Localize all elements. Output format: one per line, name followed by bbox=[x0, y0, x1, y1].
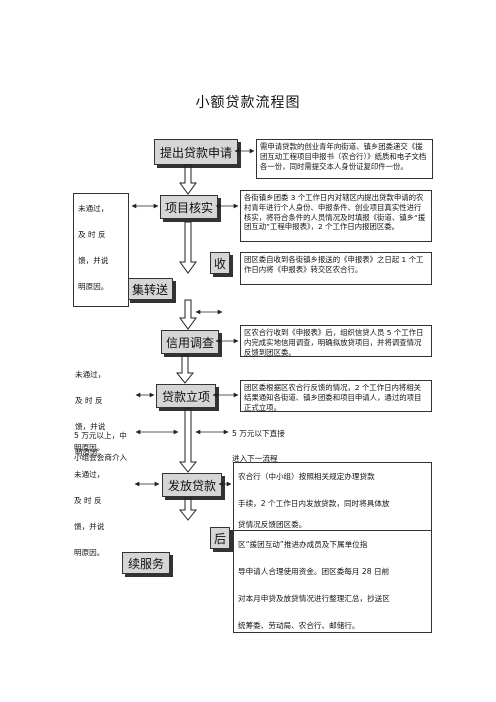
stage-collect-part2: 集转送 bbox=[127, 278, 173, 300]
down-arrow-apply-verify bbox=[179, 164, 197, 195]
stage-after-part1: 后 bbox=[210, 527, 230, 549]
note-approve: 团区委根据区农合行反馈的情况，2 个工作日内将相关结果通知各街道、镇乡团委和项目… bbox=[240, 380, 432, 412]
down-arrow-disburse-after bbox=[178, 497, 198, 521]
down-arrow-collect-investigate bbox=[179, 299, 197, 330]
page-title: 小额贷款流程图 bbox=[195, 95, 301, 111]
under-5w-line2: 进入下一流程 bbox=[232, 454, 278, 463]
down-arrow-verify-collect bbox=[179, 221, 197, 274]
stage-approve: 贷款立项 bbox=[156, 384, 216, 408]
note-disburse-line: 手续，2 个工作日内发放贷款，同时将具体放 bbox=[238, 499, 390, 508]
down-arrow-approve-disburse bbox=[178, 407, 198, 473]
note-after-line: 导申请人合理使用资金。团区委每月 28 日前 bbox=[238, 567, 390, 576]
note-after-line: 区“援团互动”推进办成员及下属单位指 bbox=[238, 540, 368, 549]
over-5w-line2: 明原因。 bbox=[74, 443, 105, 452]
over-5w-line3: 小组会会商介入 bbox=[74, 453, 128, 462]
note-after-line: 对本月申贷及放贷情况进行整理汇总，抄送区 bbox=[238, 594, 390, 603]
reject-note-disburse: 未通过， 及 时 反 馈，并说 明原因。 bbox=[74, 470, 105, 557]
note-after: 区“援团互动”推进办成员及下属单位指 导申请人合理使用资金。团区委每月 28 日… bbox=[233, 530, 432, 633]
note-apply: 需申请贷款的创业青年向街道、镇乡团委递交《援团互动工程项目申报书（农合行）》纸质… bbox=[256, 139, 433, 179]
over-5w-label: 5 万元以上，中 bbox=[74, 431, 127, 440]
stage-investigate: 信用调查 bbox=[161, 330, 219, 354]
under-5w-label: 5 万元以下直接 bbox=[232, 429, 285, 438]
stage-after-part2: 续服务 bbox=[122, 552, 170, 574]
reject-note-approve: 未通过， 及 时 反 馈，并说 明原因。 bbox=[75, 370, 106, 457]
note-collect: 团区委自收到各街镇乡报送的《申报表》之日起 1 个工作日内将《申报表》转交区农合… bbox=[240, 252, 432, 285]
note-disburse-line: 农合行（中小组）按照相关规定办理贷款 bbox=[238, 472, 375, 481]
note-verify: 各街镇乡团委 3 个工作日内对辖区内提出贷款申请的农村青年进行个人身份、申报条件… bbox=[240, 190, 432, 242]
reject-note-verify: 未通过， 及 时 反 馈，并说 明原因。 bbox=[73, 193, 129, 307]
note-investigate: 区农合行收到《申报表》后，组织信贷人员 5 个工作日内完成实地信用调查，明确拟放… bbox=[240, 325, 432, 357]
down-arrow-investigate-approve bbox=[175, 354, 195, 384]
note-after-line: 统筹委、劳动局、农合行、邮储行。 bbox=[238, 621, 360, 630]
stage-disburse: 发放贷款 bbox=[162, 473, 222, 497]
note-disburse-line: 贷情况反馈团区委。 bbox=[238, 520, 307, 529]
stage-collect-part1: 收 bbox=[210, 252, 230, 274]
note-disburse: 农合行（中小组）按照相关规定办理贷款 手续，2 个工作日内发放贷款，同时将具体放… bbox=[233, 462, 432, 540]
